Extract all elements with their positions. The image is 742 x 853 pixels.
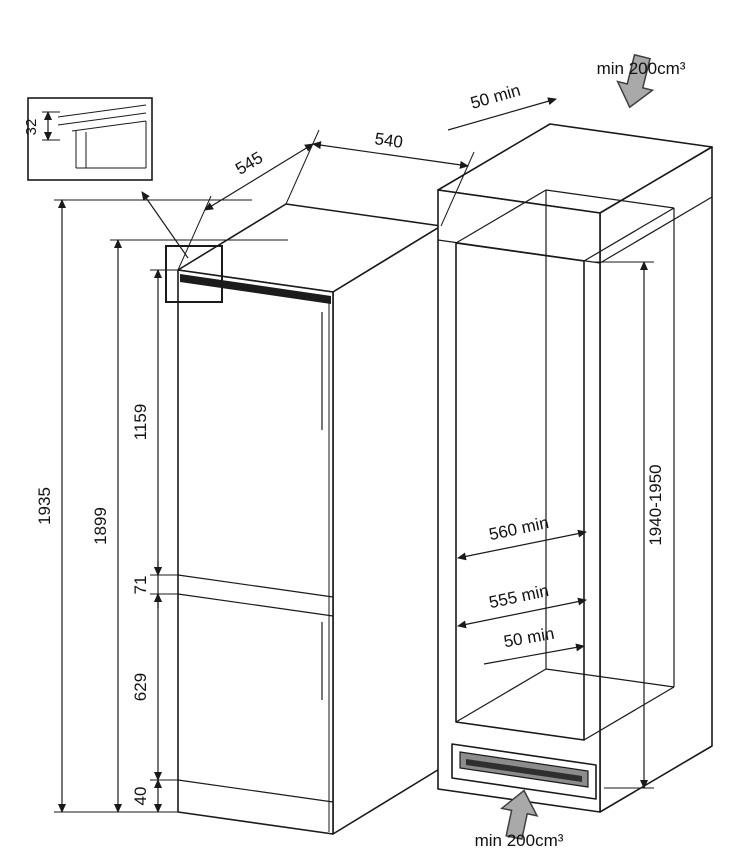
vent-slot-inner	[466, 759, 582, 782]
fridge-drawing	[177, 203, 442, 835]
top-slab-side-line	[599, 196, 713, 264]
dim-560-line	[457, 529, 587, 561]
fridge-top-trim	[180, 274, 331, 304]
dim-rear-clearance-line	[483, 643, 585, 665]
dim-71-label: 71	[131, 576, 150, 595]
dim-629-label: 629	[131, 673, 150, 701]
detail-gap-label: 32	[23, 119, 40, 136]
detail-region-square	[165, 245, 223, 303]
fridge-side-face	[332, 225, 442, 835]
detail-callout: 32	[23, 97, 223, 303]
fridge-dimensions: 1935 1899 1159 71 629 40 545 540	[35, 129, 475, 813]
dim-niche-height-label: 1940-1950	[646, 464, 665, 545]
top-airflow-arrow-icon	[616, 53, 655, 109]
dim-555-line	[457, 597, 587, 629]
dim-545-line	[204, 143, 314, 211]
niche-interior-lines	[455, 189, 675, 741]
dim-1935-label: 1935	[35, 487, 54, 525]
dim-top-clearance-label: 50 min	[468, 81, 522, 113]
bottom-vent-label: min 200cm³	[475, 831, 564, 850]
fridge-front-face	[177, 269, 334, 835]
dim-top-clearance-line	[447, 97, 557, 131]
door-gap-line-lower	[177, 593, 334, 617]
dim-1159-label: 1159	[131, 404, 150, 441]
niche-opening	[455, 242, 585, 741]
door-gap-line-upper	[177, 574, 334, 598]
cabinet-dimensions: 50 min min 200cm³ 1940-1950 560 min 555 …	[447, 59, 686, 850]
bottom-airflow-arrow-icon	[500, 789, 539, 841]
top-vent-label: min 200cm³	[597, 59, 686, 78]
dim-540-line	[312, 141, 469, 169]
cabinet-drawing	[437, 53, 713, 841]
detail-leader-arrow	[141, 191, 189, 259]
plinth-line	[177, 779, 334, 803]
dim-545-label: 545	[232, 148, 266, 179]
dim-1899-label: 1899	[91, 507, 110, 545]
dim-540-label: 540	[373, 129, 404, 152]
dim-40-label: 40	[131, 787, 150, 806]
detail-sketch	[57, 104, 147, 169]
